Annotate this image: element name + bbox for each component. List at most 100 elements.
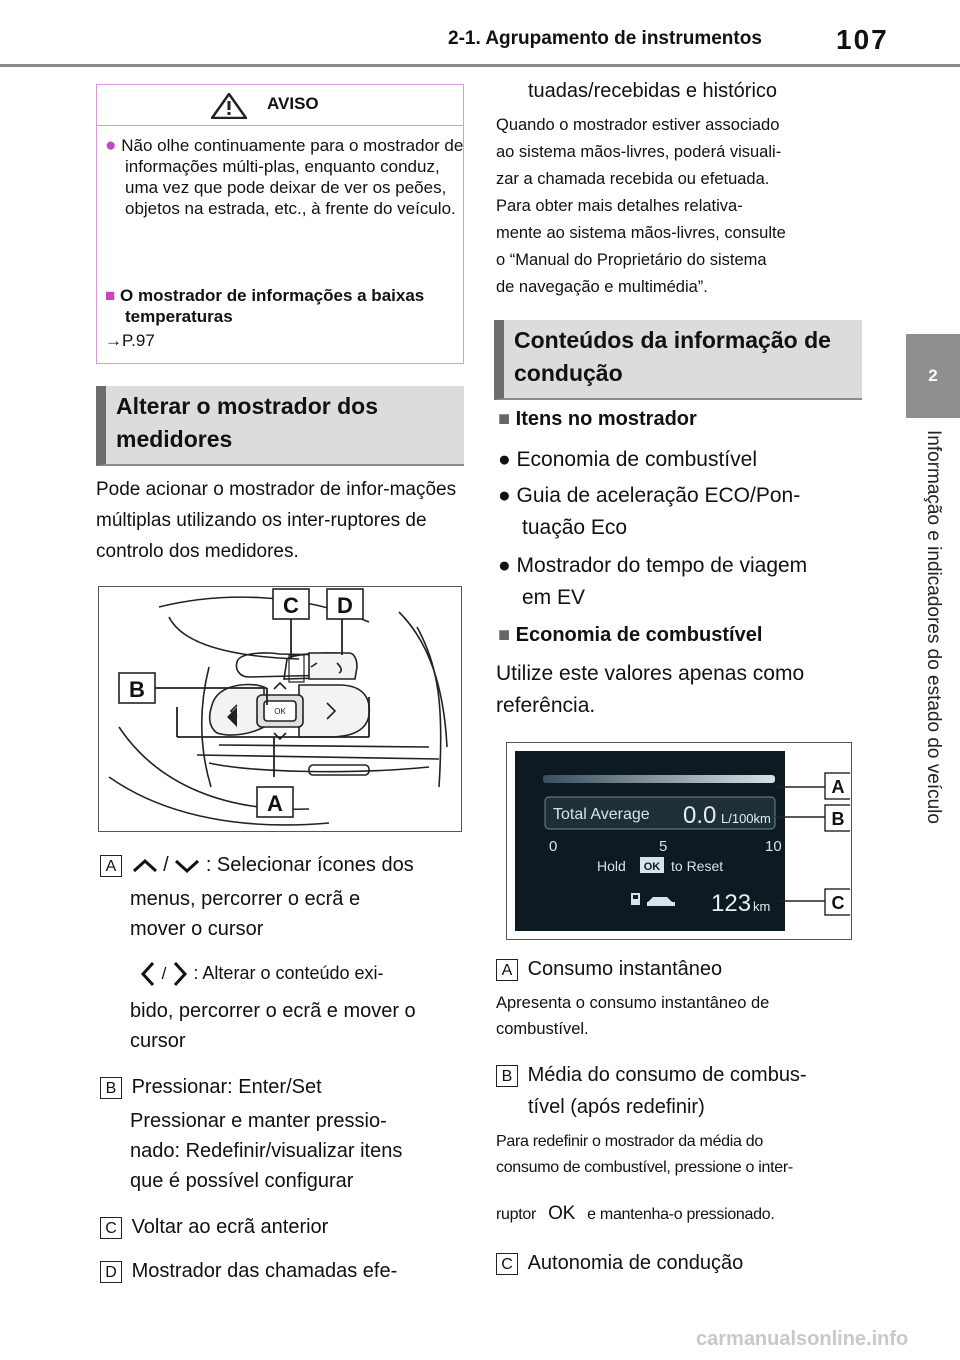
item-d-continuation: tuadas/recebidas e histórico — [528, 80, 778, 102]
right-item-a: A Consumo instantâneo — [496, 954, 722, 984]
section-header-change-display: Alterar o mostrador dos medidores — [96, 386, 464, 466]
handsfree-line: mente ao sistema mãos-livres, consulte — [496, 224, 786, 242]
chevron-left-icon — [140, 961, 155, 986]
item-b-text2: Pressionar e manter pressio- — [130, 1110, 387, 1132]
item-a-text3: mover o cursor — [130, 918, 264, 940]
item-a2-text2: bido, percorrer o ecrã e mover o — [130, 1000, 416, 1022]
handsfree-line: Para obter mais detalhes relativa- — [496, 197, 743, 215]
fuel-economy-display-figure: Total Average 0.0 L/100km 0 5 10 Hold OK… — [506, 742, 852, 940]
figure2-label-b: B — [832, 809, 845, 829]
label-box-c: C — [100, 1217, 122, 1239]
header-divider — [0, 64, 960, 67]
fuel-economy-display-drawing: Total Average 0.0 L/100km 0 5 10 Hold OK… — [515, 751, 852, 931]
figure1-label-a: A — [267, 791, 283, 816]
item-a-row: A / : Selecionar ícones dos — [100, 850, 414, 880]
section1-intro: Pode acionar o mostrador de infor-mações… — [96, 479, 457, 562]
item-b-text1: Pressionar: Enter/Set — [131, 1076, 322, 1098]
handsfree-note: Quando o mostrador estiver associado ao … — [496, 112, 866, 301]
section-title: 2-1. Agrupamento de instrumentos — [448, 28, 762, 49]
item-a2-text3: cursor — [130, 1030, 186, 1052]
label-box-b: B — [496, 1065, 518, 1087]
square-bullet-icon: ■ — [498, 624, 511, 646]
to-reset-text: to Reset — [671, 858, 723, 874]
hold-text: Hold — [597, 858, 626, 874]
warning-label: AVISO — [267, 94, 319, 113]
scale-tick: 5 — [659, 838, 667, 855]
right-item-b-title1: Média do consumo de combus- — [527, 1064, 807, 1086]
item-b-row: B Pressionar: Enter/Set — [100, 1072, 322, 1102]
square-bullet-icon: ■ — [498, 408, 511, 430]
square-bullet-icon: ■ — [105, 286, 116, 305]
figure1-label-b: B — [129, 677, 145, 702]
bullet-item: ● Economia de combustível — [498, 448, 757, 471]
warning-box: AVISO ● Não olhe continuamente para o mo… — [96, 84, 464, 364]
steering-switches-drawing: OK C D B A — [108, 588, 448, 826]
bullet-item: ● Mostrador do tempo de viagem — [498, 554, 808, 577]
right-item-c: C Autonomia de condução — [496, 1248, 743, 1278]
page-number: 107 — [836, 24, 889, 55]
item-a2-text: : Alterar o conteúdo exi- — [193, 963, 384, 983]
handsfree-line: ao sistema mãos-livres, poderá visuali- — [496, 143, 782, 161]
bullet-continuation: em EV — [522, 586, 586, 609]
item-a2-sep: / — [161, 964, 167, 983]
right-item-c-title: Autonomia de condução — [527, 1252, 744, 1274]
chevron-right-icon — [173, 961, 187, 986]
chapter-side-label: Informação e indicadores do estado do ve… — [923, 430, 944, 824]
warning-header: AVISO — [97, 85, 463, 126]
figure2-label-c: C — [832, 893, 845, 913]
scale-tick: 10 — [765, 838, 782, 855]
bullet-text: Mostrador do tempo de viagem — [516, 554, 808, 577]
ok-text: OK — [644, 861, 661, 873]
scale-tick: 0 — [549, 838, 557, 855]
total-average-value: 0.0 — [683, 802, 716, 829]
label-box-d: D — [100, 1261, 122, 1283]
subheading-display-items-text: Itens no mostrador — [515, 408, 697, 430]
right-item-b-desc3: ruptor OK e mantenha-o pressionado. — [496, 1200, 775, 1228]
range-unit: km — [753, 899, 770, 914]
bullet-text: Guia de aceleração ECO/Pon- — [516, 484, 801, 507]
subheading-display-items: ■ Itens no mostrador — [498, 408, 697, 431]
chevron-up-icon — [132, 858, 157, 872]
item-a2-row: / : Alterar o conteúdo exi- — [140, 958, 384, 989]
warning-subtitle: ■ O mostrador de informações a baixas te… — [105, 285, 475, 327]
handsfree-line: zar a chamada recebida ou efetuada. — [496, 170, 770, 188]
subheading-fuel-economy-text: Economia de combustível — [515, 624, 763, 646]
right-item-a-desc1: Apresenta o consumo instantâneo de — [496, 994, 770, 1012]
label-box-b: B — [100, 1077, 122, 1099]
right-item-b-desc1: Para redefinir o mostrador da média do — [496, 1133, 763, 1150]
right-item-b-desc3a: ruptor — [496, 1206, 536, 1223]
item-d-text: Mostrador das chamadas efe- — [131, 1260, 398, 1282]
item-a-text2: menus, percorrer o ecrã e — [130, 888, 361, 910]
bullet-continuation: tuação Eco — [522, 516, 628, 539]
total-average-label: Total Average — [553, 806, 650, 823]
right-item-a-desc2: combustível. — [496, 1020, 589, 1038]
bullet-dot-icon: ● — [105, 135, 117, 156]
warning-subtitle-text: O mostrador de informações a baixas temp… — [120, 286, 425, 326]
right-item-b-desc2: consumo de combustível, pressione o inte… — [496, 1159, 793, 1176]
warning-bullet-text: Não olhe continuamente para o mostrador … — [121, 136, 464, 218]
chapter-tab: 2 — [906, 334, 960, 418]
fuel-pump-icon — [631, 893, 640, 905]
label-box-a: A — [100, 855, 122, 877]
bullet-text: Economia de combustível — [516, 448, 757, 471]
right-item-b-title2: tível (após redefinir) — [528, 1096, 705, 1118]
warning-bullet: ● Não olhe continuamente para o mostrado… — [105, 135, 475, 219]
total-average-unit: L/100km — [721, 811, 771, 826]
figure1-label-c: C — [283, 593, 299, 618]
item-b-text4: que é possível configurar — [130, 1170, 354, 1192]
steering-switches-figure: OK C D B A — [98, 586, 462, 832]
item-d-row: D Mostrador das chamadas efe- — [100, 1256, 397, 1286]
range-value: 123 — [711, 890, 751, 917]
warning-page-ref: →P.97 — [105, 331, 155, 350]
car-icon — [647, 897, 675, 906]
warning-triangle-icon — [211, 93, 247, 119]
subheading-fuel-economy: ■ Economia de combustível — [498, 624, 762, 647]
item-a-sep: / — [163, 854, 169, 876]
handsfree-line: Quando o mostrador estiver associado — [496, 116, 780, 134]
figure2-label-a: A — [832, 777, 845, 797]
label-box-a: A — [496, 959, 518, 981]
figure1-label-d: D — [337, 593, 353, 618]
fuel-economy-note: Utilize este valores apenas como — [496, 662, 805, 685]
chevron-down-icon — [175, 859, 200, 873]
ok-switch-text: OK — [548, 1203, 576, 1224]
